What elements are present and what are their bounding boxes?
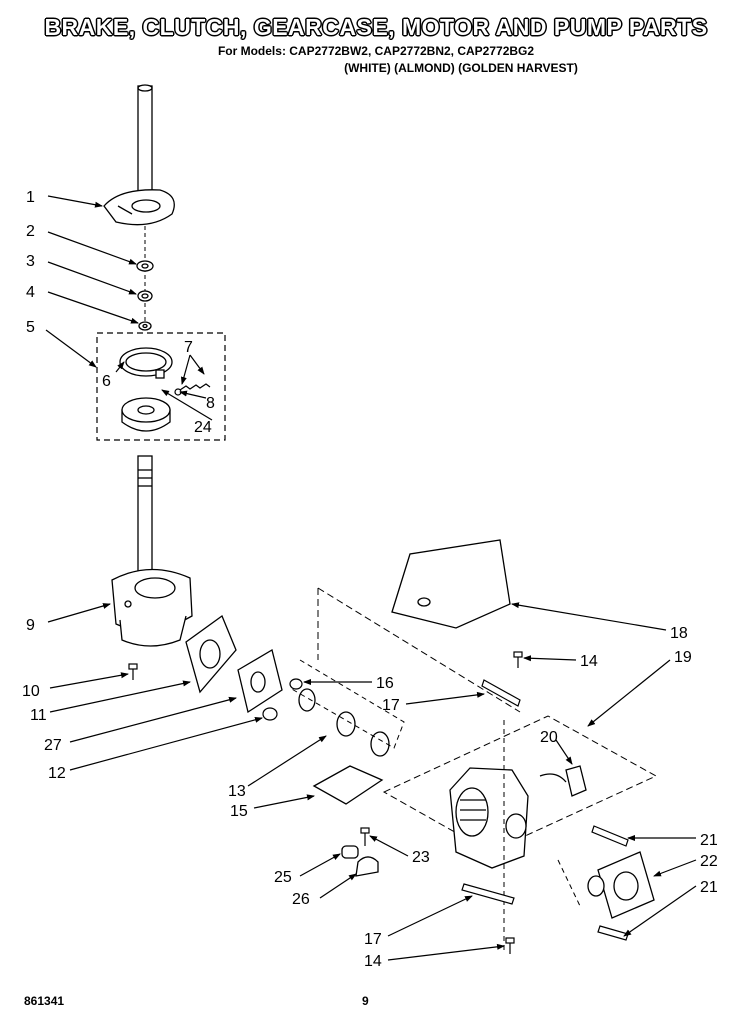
washer-part-2 <box>136 260 154 272</box>
drive-motor-part <box>449 767 529 869</box>
screw-part-14-bottom <box>505 937 515 954</box>
bolt-part-10 <box>128 663 138 680</box>
brake-rotor-part <box>121 397 171 432</box>
pump-clip-part-21-top <box>591 825 629 847</box>
pump-part-22 <box>587 851 655 919</box>
callout-20: 20 <box>540 729 558 746</box>
part-number: 861341 <box>24 994 65 1008</box>
shield-part-15 <box>312 765 384 805</box>
model-list: For Models: CAP2772BW2, CAP2772BN2, CAP2… <box>0 44 752 75</box>
coupling-parts-13 <box>298 688 390 757</box>
callout-numbers: 1 2 3 4 5 6 7 8 24 9 10 11 27 12 13 15 1… <box>22 189 718 970</box>
callout-13: 13 <box>228 783 246 800</box>
callout-21-bottom: 21 <box>700 879 718 896</box>
callout-5: 5 <box>26 319 35 336</box>
callout-25: 25 <box>274 869 292 886</box>
callout-6: 6 <box>102 373 111 390</box>
brake-cam-part <box>103 189 175 226</box>
callout-7: 7 <box>184 339 193 356</box>
page-title: BRAKE, CLUTCH, GEARCASE, MOTOR AND PUMP … <box>44 14 708 40</box>
screw-part-14-top <box>513 651 523 668</box>
callout-17-top: 17 <box>382 697 400 714</box>
callout-23: 23 <box>412 849 430 866</box>
motor-clip-part-17 <box>481 679 521 707</box>
motor-clip-part-17-bottom <box>461 883 515 905</box>
pump-clip-part-21-bottom <box>597 925 629 941</box>
callout-leaders <box>45 195 697 961</box>
washer-part-3 <box>137 290 153 302</box>
callout-26: 26 <box>292 891 310 908</box>
brake-band-part <box>119 347 173 379</box>
color-line: (WHITE) (ALMOND) (GOLDEN HARVEST) <box>344 61 578 75</box>
callout-10: 10 <box>22 683 40 700</box>
clutch-shaft-part <box>137 455 153 587</box>
callout-14-top: 14 <box>580 653 598 670</box>
callout-17-bottom: 17 <box>364 931 382 948</box>
spring-pin-part <box>174 383 211 396</box>
brake-assembly-group-box <box>96 332 226 441</box>
callout-3: 3 <box>26 253 35 270</box>
callout-22: 22 <box>700 853 718 870</box>
callout-8: 8 <box>206 395 215 412</box>
bushing-part-12 <box>262 707 278 721</box>
callout-27: 27 <box>44 737 62 754</box>
callout-9: 9 <box>26 617 35 634</box>
callout-11: 11 <box>30 707 47 724</box>
gasket-part-11 <box>185 614 237 694</box>
callout-21-top: 21 <box>700 832 718 849</box>
mounting-plate-part-27 <box>237 648 283 714</box>
agitator-shaft-part <box>137 84 153 207</box>
callout-16: 16 <box>376 675 394 692</box>
coupler-part-16 <box>289 678 303 690</box>
pump-assembly-line <box>557 859 581 907</box>
callout-1: 1 <box>26 189 35 206</box>
screw-part-23 <box>360 827 370 846</box>
motor-shield-part-18 <box>391 539 511 629</box>
assembly-line-a <box>317 587 521 713</box>
models-line: For Models: CAP2772BW2, CAP2772BN2, CAP2… <box>217 44 535 58</box>
callout-18: 18 <box>670 625 688 642</box>
callout-12: 12 <box>48 765 66 782</box>
clamp-part-26 <box>355 856 379 877</box>
callout-15: 15 <box>230 803 248 820</box>
grommet-part-25 <box>341 845 359 859</box>
coupling-group-outline <box>289 659 405 749</box>
callout-14-bottom: 14 <box>364 953 382 970</box>
callout-24-top: 24 <box>194 419 212 436</box>
motor-switch-part-20 <box>539 765 587 797</box>
gearcase-part <box>111 568 193 647</box>
page-number: 9 <box>362 994 369 1008</box>
callout-19: 19 <box>674 649 692 666</box>
washer-part-4 <box>138 321 152 331</box>
callout-4: 4 <box>26 284 35 301</box>
callout-2: 2 <box>26 223 35 240</box>
